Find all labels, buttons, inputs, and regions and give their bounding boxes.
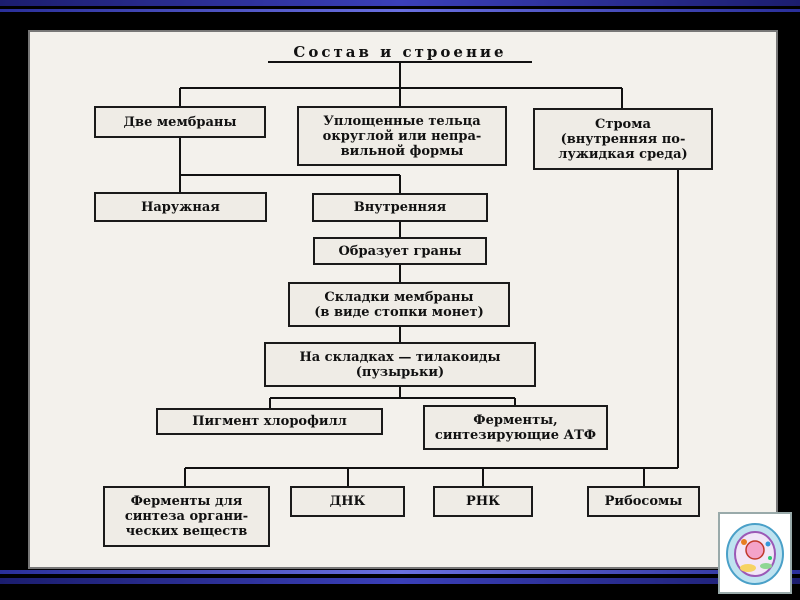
node-inner-membrane: Внутренняя: [312, 193, 488, 222]
node-organic-enzymes: Ферменты для синтеза органи- ческих веще…: [103, 486, 270, 547]
node-stroma: Строма (внутренняя по- лужидкая среда): [533, 108, 713, 170]
node-atp-enzymes: Ферменты, синтезирующие АТФ: [423, 405, 608, 450]
node-dna: ДНК: [290, 486, 405, 517]
node-membrane-folds: Складки мембраны (в виде стопки монет): [288, 282, 510, 327]
node-forms-grana: Образует граны: [313, 237, 487, 265]
node-outer-membrane: Наружная: [94, 192, 267, 222]
node-chlorophyll: Пигмент хлорофилл: [156, 408, 383, 435]
node-two-membranes: Две мембраны: [94, 106, 266, 138]
node-thylakoids: На складках — тилакоиды (пузырьки): [264, 342, 536, 387]
diagram-title: Состав и строение: [270, 43, 530, 61]
node-rna: РНК: [433, 486, 533, 517]
cell-logo-icon: [718, 512, 792, 594]
node-flattened-bodies: Уплощенные тельца округлой или непра- ви…: [297, 106, 507, 166]
node-ribosomes: Рибосомы: [587, 486, 700, 517]
